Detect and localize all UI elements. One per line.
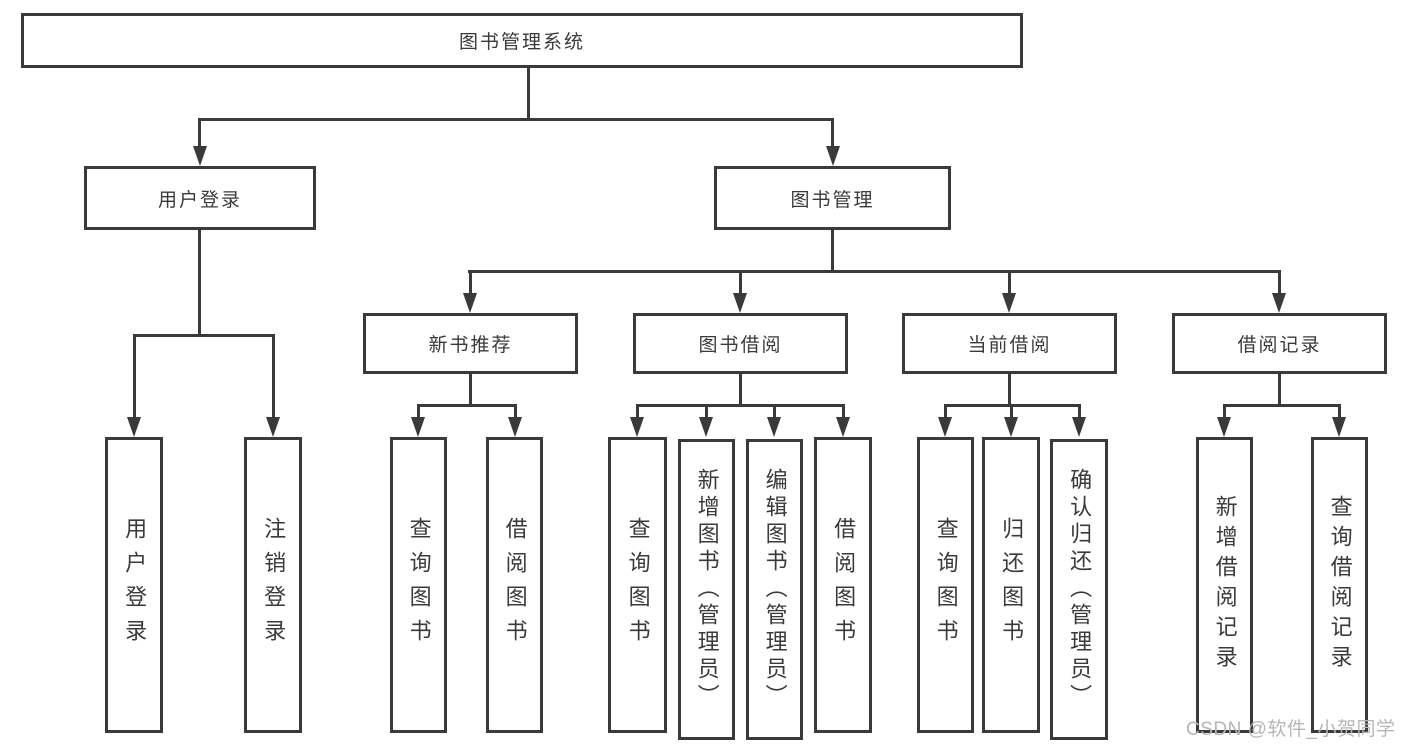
connector-new-book-bus xyxy=(417,404,517,407)
connector-drop-user-login xyxy=(198,118,201,148)
leaf-borrow-books-borrowing: 借阅图书 xyxy=(814,437,872,733)
connector-book-borrowing-stem xyxy=(739,374,742,407)
leaf-logout: 注销登录 xyxy=(244,437,302,733)
connector-drop-leaf xyxy=(773,404,776,419)
arrow-down-icon xyxy=(463,293,477,313)
arrow-down-icon xyxy=(1272,293,1286,313)
connector-drop-leaf xyxy=(272,334,275,419)
node-new-book-recommend: 新书推荐 xyxy=(363,313,578,374)
connector-drop-leaf xyxy=(1223,404,1226,419)
arrow-down-icon xyxy=(1072,417,1086,437)
connector-user-login-stem xyxy=(198,230,201,337)
leaf-borrow-books-label: 借阅图书 xyxy=(502,517,528,653)
leaf-borrow-books-recommend: 借阅图书 xyxy=(486,437,543,733)
connector-level3-bus xyxy=(468,270,1281,273)
connector-drop-new-book xyxy=(469,270,472,295)
connector-root-stem xyxy=(527,68,530,120)
arrow-down-icon xyxy=(767,417,781,437)
connector-book-borrowing-bus xyxy=(636,404,844,407)
arrow-down-icon xyxy=(1004,417,1018,437)
arrow-down-icon xyxy=(1002,293,1016,313)
arrow-down-icon xyxy=(1332,417,1346,437)
leaf-add-borrow-record: 新增借阅记录 xyxy=(1196,437,1253,733)
connector-drop-leaf xyxy=(1078,404,1081,419)
node-library-system-label: 图书管理系统 xyxy=(458,32,585,53)
connector-root-bus xyxy=(198,118,833,121)
leaf-query-books-current: 查询图书 xyxy=(917,437,974,733)
arrow-down-icon xyxy=(411,417,425,437)
arrow-down-icon xyxy=(508,417,522,437)
connector-drop-leaf xyxy=(705,404,708,419)
arrow-down-icon xyxy=(938,417,952,437)
arrow-down-icon xyxy=(127,417,141,437)
arrow-down-icon xyxy=(266,417,280,437)
leaf-add-book-admin: 新增图书（管理员） xyxy=(678,439,735,740)
leaf-user-login: 用户登录 xyxy=(105,437,163,733)
leaf-edit-book-admin: 编辑图书（管理员） xyxy=(746,439,803,740)
connector-drop-leaf xyxy=(636,404,639,419)
leaf-query-books-label: 查询图书 xyxy=(406,517,432,653)
arrow-down-icon xyxy=(630,417,644,437)
connector-book-management-stem xyxy=(831,230,834,273)
node-user-login-label: 用户登录 xyxy=(157,189,242,211)
connector-drop-leaf xyxy=(944,404,947,419)
leaf-borrow-books-label: 借阅图书 xyxy=(831,517,857,653)
leaf-return-books: 归还图书 xyxy=(982,437,1040,733)
leaf-add-borrow-record-label: 新增借阅记录 xyxy=(1212,495,1238,675)
leaf-query-borrow-record-label: 查询借阅记录 xyxy=(1327,495,1353,675)
leaf-return-books-label: 归还图书 xyxy=(999,517,1025,653)
node-current-borrowing-label: 当前借阅 xyxy=(967,335,1052,356)
connector-current-borrowing-stem xyxy=(1008,374,1011,407)
leaf-query-books-recommend: 查询图书 xyxy=(390,437,447,733)
arrow-down-icon xyxy=(193,146,207,166)
leaf-query-books-borrowing: 查询图书 xyxy=(608,437,667,733)
leaf-user-login-label: 用户登录 xyxy=(122,517,148,653)
connector-drop-leaf xyxy=(1338,404,1341,419)
connector-new-book-stem xyxy=(469,374,472,407)
leaf-query-books-label: 查询图书 xyxy=(933,517,959,653)
leaf-query-books-label: 查询图书 xyxy=(625,517,651,653)
leaf-add-book-admin-label: 新增图书（管理员） xyxy=(694,468,720,711)
leaf-confirm-return-admin-label: 确认归还（管理员） xyxy=(1067,468,1093,711)
csdn-watermark: CSDN @软件_小贺同学 xyxy=(1186,719,1396,740)
arrow-down-icon xyxy=(1217,417,1231,437)
connector-drop-current-borrowing xyxy=(1008,270,1011,295)
arrow-down-icon xyxy=(826,146,840,166)
node-borrowing-records: 借阅记录 xyxy=(1172,313,1387,374)
node-book-management-label: 图书管理 xyxy=(790,189,875,211)
leaf-edit-book-admin-label: 编辑图书（管理员） xyxy=(762,468,788,711)
connector-drop-book-borrowing xyxy=(739,270,742,295)
node-book-borrowing-label: 图书借阅 xyxy=(698,335,783,356)
connector-drop-leaf xyxy=(842,404,845,419)
node-new-book-recommend-label: 新书推荐 xyxy=(428,335,513,356)
node-current-borrowing: 当前借阅 xyxy=(902,313,1117,374)
node-book-management: 图书管理 xyxy=(714,166,951,230)
leaf-query-borrow-record: 查询借阅记录 xyxy=(1311,437,1368,733)
connector-borrowing-records-bus xyxy=(1223,404,1340,407)
connector-drop-leaf xyxy=(514,404,517,419)
connector-user-login-bus xyxy=(133,334,275,337)
leaf-logout-label: 注销登录 xyxy=(261,517,287,653)
leaf-confirm-return-admin: 确认归还（管理员） xyxy=(1050,439,1108,740)
connector-borrowing-records-stem xyxy=(1278,374,1281,407)
arrow-down-icon xyxy=(699,417,713,437)
node-borrowing-records-label: 借阅记录 xyxy=(1237,335,1322,356)
node-user-login: 用户登录 xyxy=(84,166,316,230)
arrow-down-icon xyxy=(836,417,850,437)
node-book-borrowing: 图书借阅 xyxy=(633,313,848,374)
arrow-down-icon xyxy=(733,293,747,313)
connector-drop-book-management xyxy=(831,118,834,148)
connector-drop-leaf xyxy=(1010,404,1013,419)
connector-drop-borrowing-records xyxy=(1278,270,1281,295)
connector-drop-leaf xyxy=(133,334,136,419)
node-library-system: 图书管理系统 xyxy=(21,13,1023,68)
connector-drop-leaf xyxy=(417,404,420,419)
